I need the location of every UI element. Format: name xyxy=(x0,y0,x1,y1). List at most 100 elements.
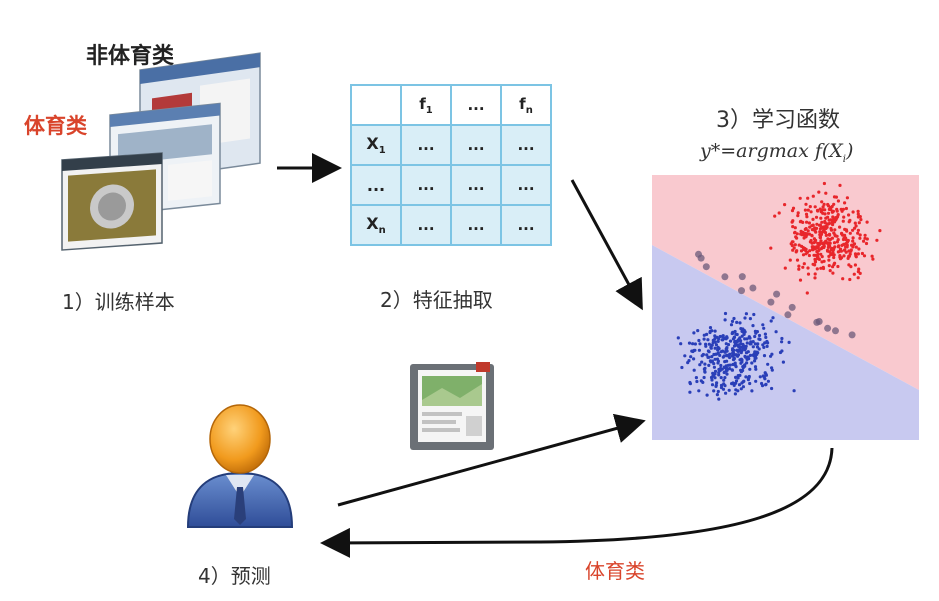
scatter-point xyxy=(728,339,733,343)
scatter-point xyxy=(753,350,757,354)
scatter-point xyxy=(808,205,812,209)
scatter-point xyxy=(862,239,866,243)
scatter-point xyxy=(821,205,825,209)
scatter-point xyxy=(687,341,692,345)
scatter-point xyxy=(823,231,828,235)
scatter-point xyxy=(818,235,823,239)
scatter-point xyxy=(806,272,811,276)
scatter-point xyxy=(744,351,749,355)
scatter-point xyxy=(757,337,761,341)
scatter-point xyxy=(807,232,811,236)
scatter-point xyxy=(704,344,708,348)
scatter-point xyxy=(723,318,727,322)
points-boundary xyxy=(695,250,856,339)
scatter-point xyxy=(758,375,762,379)
scatter-point xyxy=(713,337,717,341)
scatter-point xyxy=(766,362,770,366)
scatter-point xyxy=(821,266,826,271)
scatter-point xyxy=(688,390,692,394)
scatter-point xyxy=(741,346,745,350)
scatter-point xyxy=(806,196,810,200)
boundary-point xyxy=(738,287,745,295)
scatter-point xyxy=(857,221,861,225)
scatter-point xyxy=(705,353,709,357)
scatter-point xyxy=(724,391,728,395)
scatter-point xyxy=(823,208,827,212)
scatter-point xyxy=(805,215,809,219)
scatter-point xyxy=(836,245,840,249)
scatter-point xyxy=(856,276,860,280)
scatter-point xyxy=(822,245,826,250)
scatter-point xyxy=(764,335,768,339)
scatter-point xyxy=(863,233,867,237)
scatter-point xyxy=(803,208,807,212)
scatter-point xyxy=(753,365,758,369)
table-header-cell: ... xyxy=(450,84,502,126)
scatter-point xyxy=(749,342,753,346)
scatter-point xyxy=(825,248,830,252)
scatter-point xyxy=(717,397,721,401)
scatter-point xyxy=(716,339,720,343)
scatter-point xyxy=(799,229,803,233)
table-cell: ... xyxy=(450,204,502,246)
scatter-point xyxy=(862,254,867,258)
scatter-point xyxy=(836,199,840,203)
scatter-point xyxy=(713,357,717,361)
scatter-point xyxy=(731,351,735,355)
scatter-point xyxy=(830,204,834,209)
scatter-point xyxy=(722,378,726,382)
scatter-point xyxy=(756,342,760,346)
scatter-point xyxy=(796,214,800,218)
scatter-point xyxy=(736,343,740,347)
scatter-point xyxy=(751,345,755,349)
scatter-point xyxy=(836,238,840,242)
scatter-point xyxy=(819,232,824,236)
scatter-point xyxy=(811,194,815,198)
scatter-point xyxy=(823,219,827,224)
scatter-point xyxy=(769,354,773,358)
scatter-point xyxy=(771,316,775,320)
table-cell: ... xyxy=(450,164,502,206)
scatter-point xyxy=(723,376,727,380)
scatter-point xyxy=(824,233,828,237)
scatter-point xyxy=(792,389,796,393)
scatter-point xyxy=(838,257,843,261)
boundary-point xyxy=(815,318,823,325)
scatter-point xyxy=(710,343,714,347)
scatter-point xyxy=(820,260,824,264)
scatter-point xyxy=(736,374,740,378)
step4-caption: 4）预测 xyxy=(198,564,271,588)
scatter-point xyxy=(824,191,828,195)
boundary-point xyxy=(721,273,729,281)
scatter-point xyxy=(856,215,860,219)
scatter-point xyxy=(679,342,683,346)
scatter-point xyxy=(856,270,860,274)
scatter-point xyxy=(744,312,748,316)
scatter-point xyxy=(733,353,737,357)
scatter-point xyxy=(732,335,736,339)
scatter-point xyxy=(748,336,752,340)
scatter-point xyxy=(687,359,691,363)
scatter-point xyxy=(812,253,816,257)
scatter-point xyxy=(831,215,835,219)
scatter-point xyxy=(730,319,735,323)
scatter-point xyxy=(753,342,757,346)
scatter-point xyxy=(705,332,709,336)
scatter-point xyxy=(865,220,869,224)
scatter-point xyxy=(726,363,730,367)
scatter-point xyxy=(828,237,832,241)
scatter-point xyxy=(774,330,778,334)
scatter-point xyxy=(745,337,749,341)
scatter-point xyxy=(770,386,774,391)
scatter-point xyxy=(804,252,808,256)
non-sport-label: 非体育类 xyxy=(86,44,175,69)
scatter-point xyxy=(697,348,701,352)
scatter-point xyxy=(735,320,739,324)
boundary-point xyxy=(773,290,781,298)
scatter-point xyxy=(773,214,777,218)
scatter-point xyxy=(736,376,740,380)
scatter-point xyxy=(841,219,845,223)
scatter-point xyxy=(783,203,787,207)
scatter-point xyxy=(734,381,738,385)
